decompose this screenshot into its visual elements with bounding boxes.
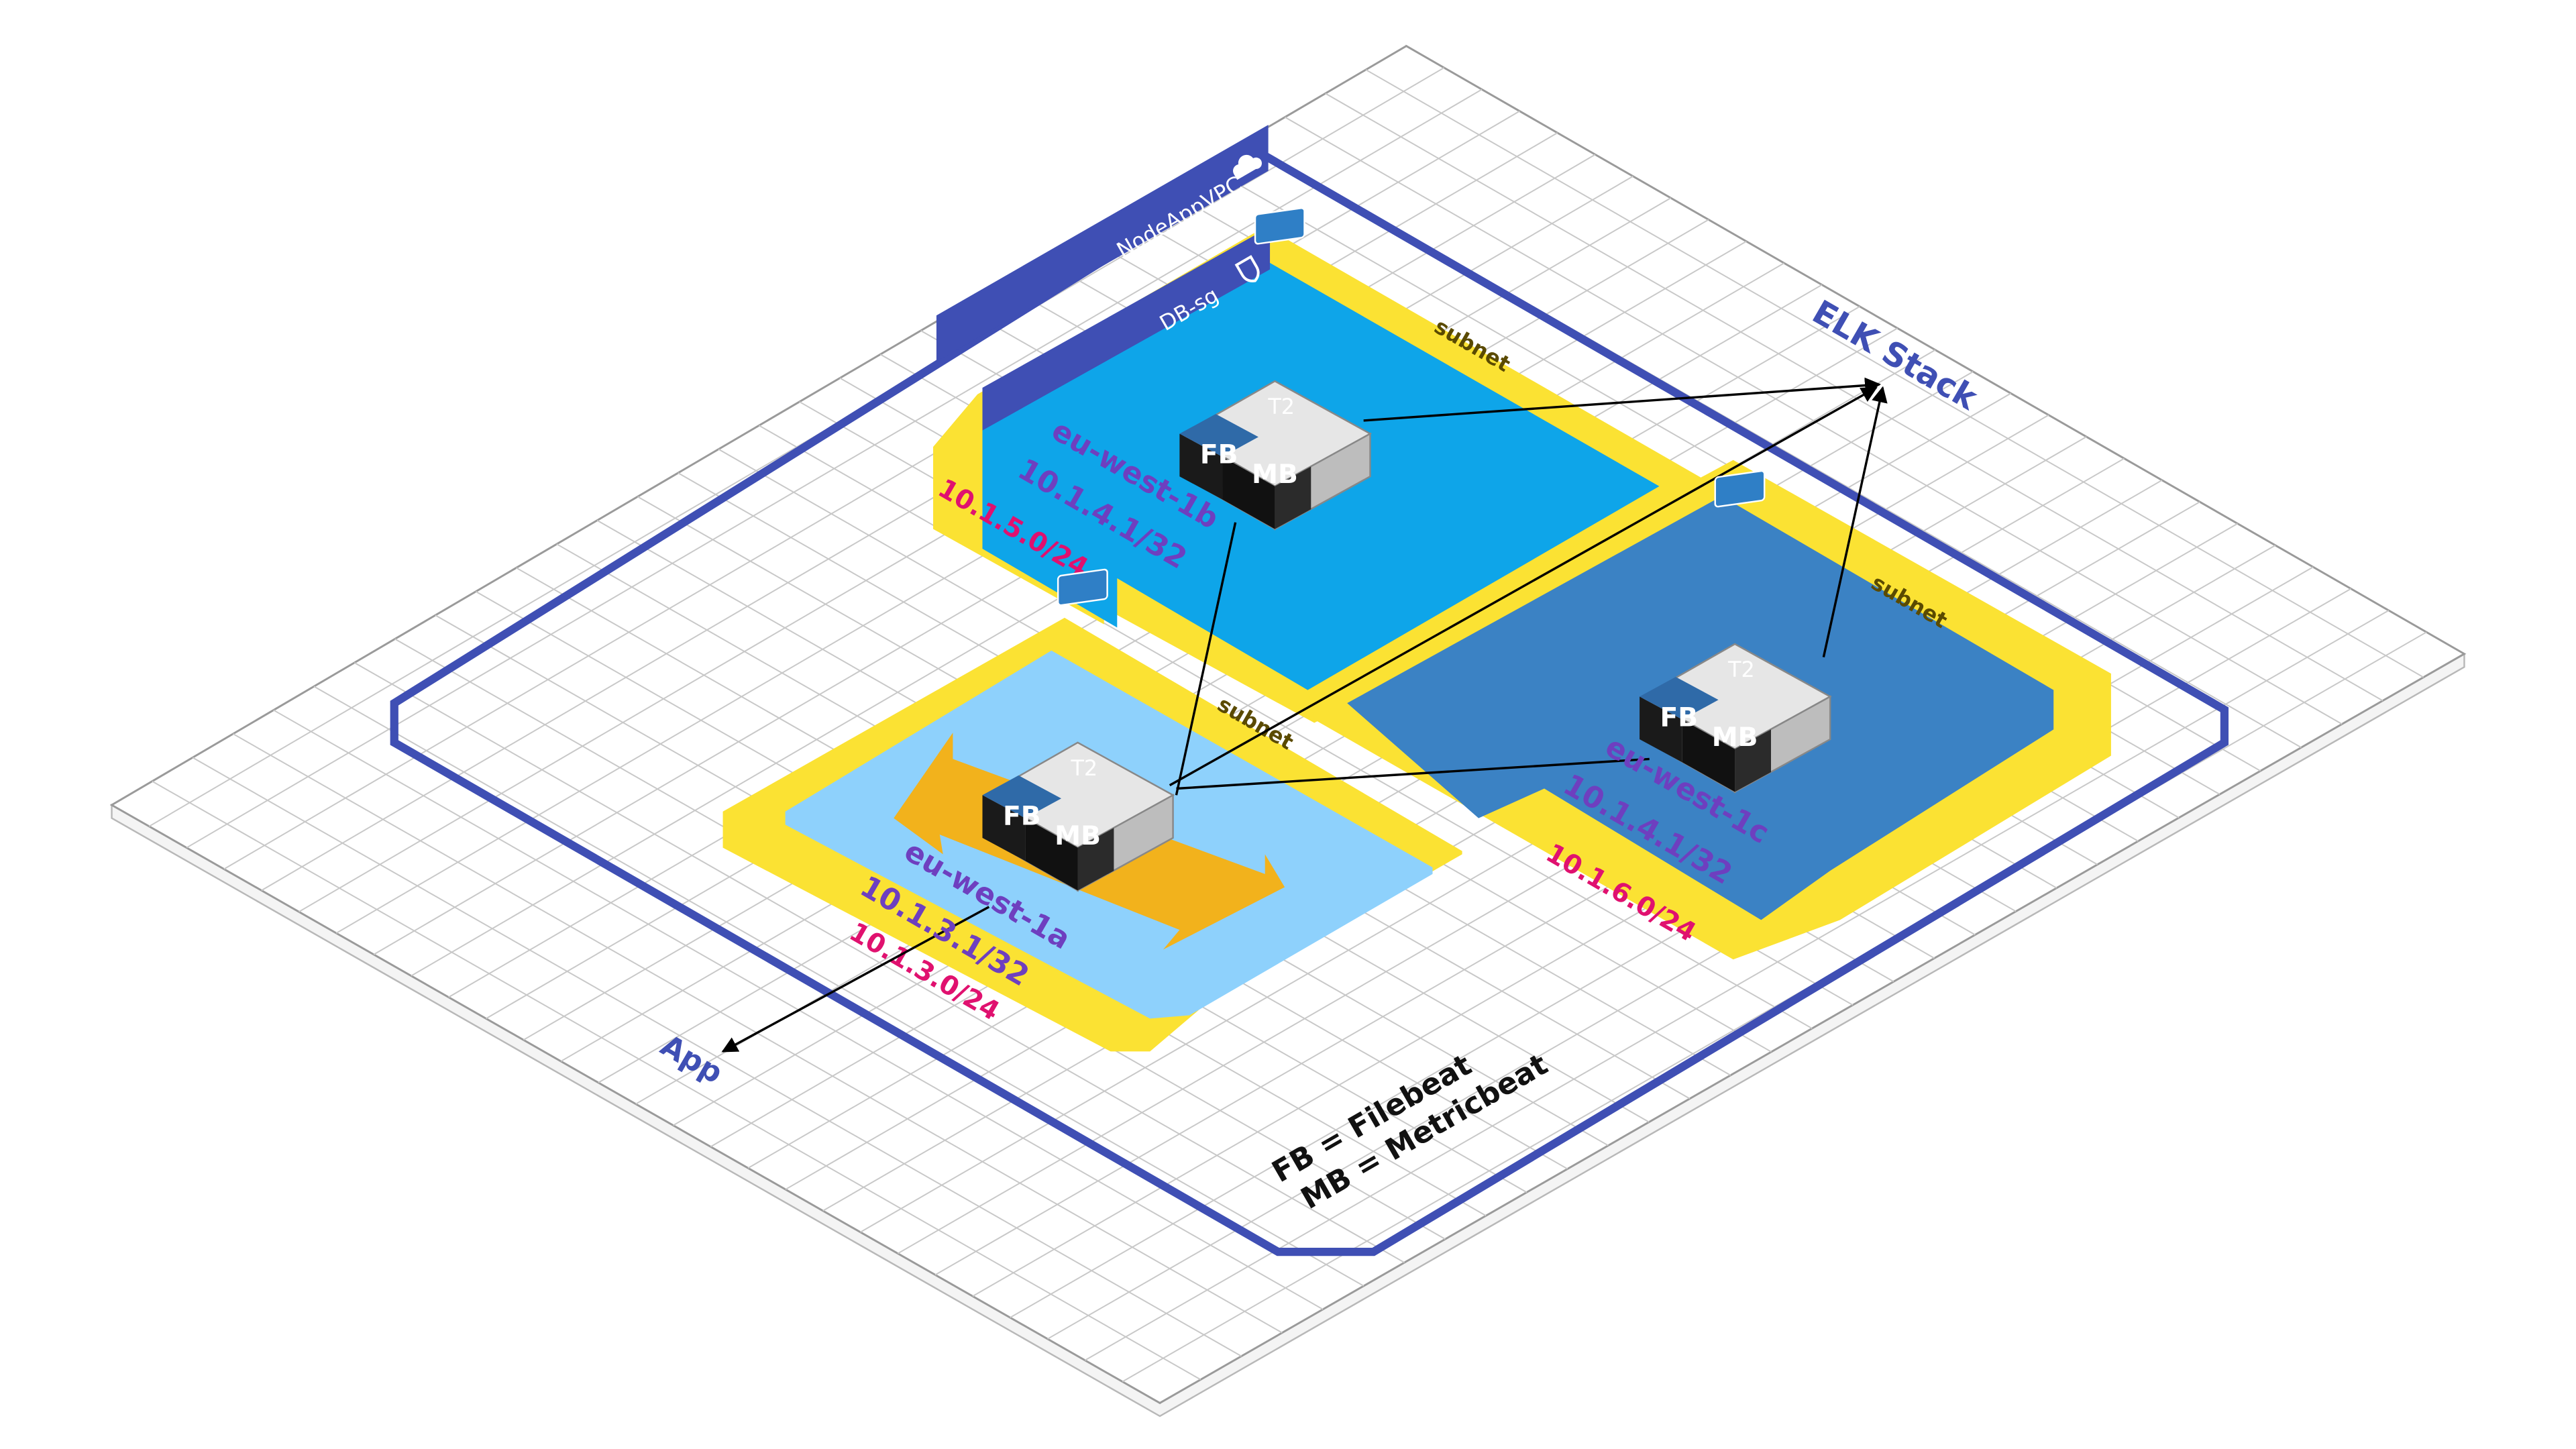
- instance-type-label: T2: [1727, 657, 1755, 682]
- agent-mb-label: MB: [1055, 821, 1101, 851]
- fb-block: [982, 795, 1026, 861]
- link-1a-1c: [1176, 757, 1650, 790]
- fb-block: [1640, 696, 1682, 763]
- mb-block-right: [1077, 828, 1114, 891]
- vpc-label-tab: [936, 125, 1269, 362]
- link-1a-1b: [1175, 522, 1237, 796]
- instance-type-badge: [1057, 568, 1108, 606]
- link-1c-elk: [1822, 386, 1888, 657]
- link-1a-app: [721, 906, 990, 1053]
- instance-type-label: T2: [1070, 755, 1097, 781]
- fb-block: [1179, 433, 1223, 500]
- shield-icon: [1234, 255, 1260, 282]
- fb-block-top: [982, 775, 1062, 818]
- fb-block-top: [1179, 414, 1258, 457]
- fb-block-top: [1640, 676, 1719, 720]
- mb-block: [1025, 818, 1078, 891]
- link-1b-elk: [1363, 377, 1882, 422]
- instance-type-badge: [1254, 207, 1305, 245]
- connections: [721, 377, 1888, 1053]
- mb-block-right: [1735, 729, 1771, 792]
- link-1a-elk: [1169, 386, 1878, 787]
- agent-fb-label: FB: [1003, 801, 1041, 831]
- mb-block: [1682, 719, 1735, 792]
- instance-type-badge: [1714, 470, 1766, 508]
- vpc-boundary: [390, 152, 2229, 1256]
- mb-block: [1222, 456, 1275, 529]
- instance-type-label: T2: [1267, 394, 1295, 419]
- agent-mb-label: MB: [1252, 460, 1298, 490]
- mb-block-right: [1275, 466, 1311, 529]
- agent-fb-label: FB: [1200, 440, 1238, 470]
- agent-mb-label: MB: [1712, 722, 1758, 753]
- security-group-tab: [982, 226, 1271, 431]
- cloud-icon: [1233, 154, 1262, 180]
- agent-fb-label: FB: [1660, 702, 1699, 733]
